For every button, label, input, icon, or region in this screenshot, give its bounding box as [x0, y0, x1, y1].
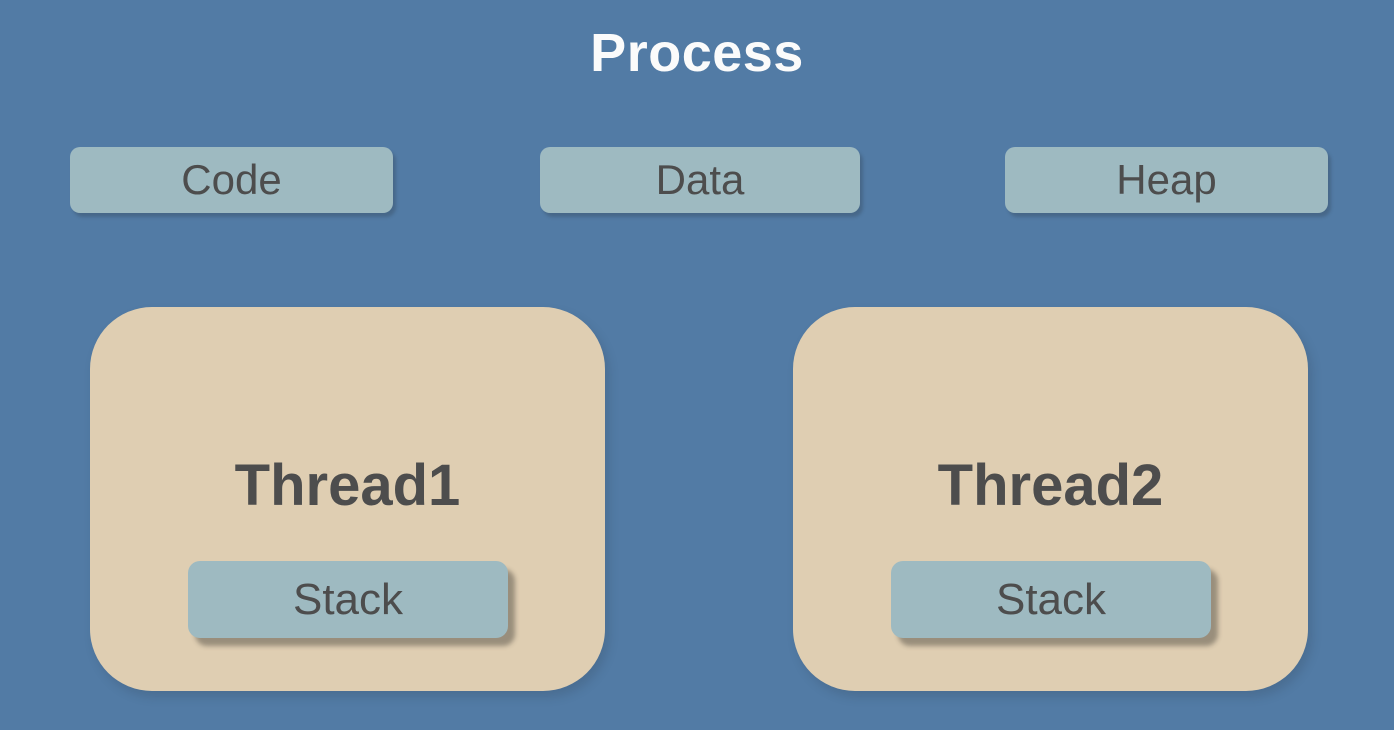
thread2-label: Thread2	[937, 453, 1164, 518]
thread1-stack-box: Stack	[188, 561, 508, 638]
memory-box-heap-label: Heap	[1116, 156, 1217, 203]
process-title: Process	[590, 23, 804, 83]
thread-box-thread1: Thread1 Stack	[90, 307, 605, 691]
thread1-stack-label: Stack	[292, 574, 404, 624]
memory-box-code-label: Code	[181, 156, 282, 203]
thread1-label: Thread1	[234, 453, 461, 518]
thread-box-thread2: Thread2 Stack	[793, 307, 1308, 691]
memory-box-data: Data	[540, 147, 860, 213]
memory-box-heap: Heap	[1005, 147, 1328, 213]
memory-box-code: Code	[70, 147, 393, 213]
memory-box-data-label: Data	[655, 156, 745, 203]
thread2-stack-label: Stack	[995, 574, 1107, 624]
thread2-stack-box: Stack	[891, 561, 1211, 638]
